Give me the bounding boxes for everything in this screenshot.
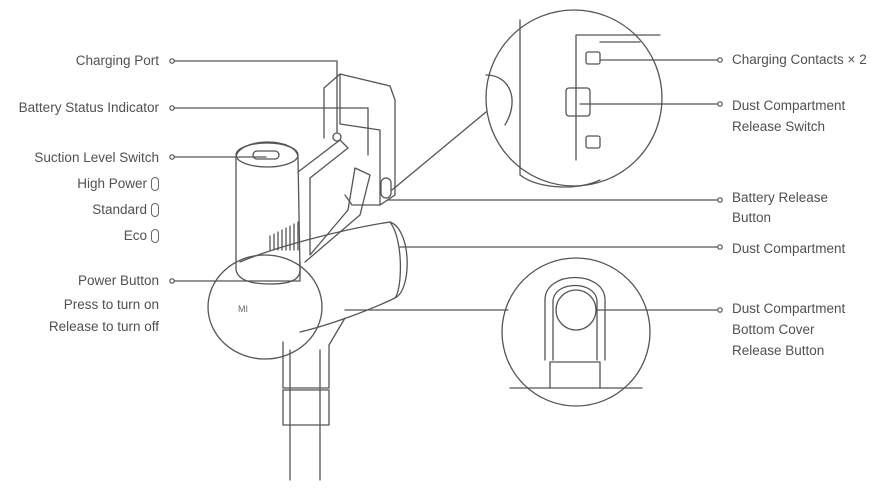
label-standard: Standard xyxy=(92,202,147,217)
leader-charging-port xyxy=(171,60,338,133)
label-bottom-cover-line1: Dust Compartment xyxy=(732,301,846,316)
suction-switch xyxy=(252,150,280,160)
dust-compartment-body xyxy=(239,221,408,333)
handle-frame xyxy=(297,139,349,179)
label-release-to-turn-off: Release to turn off xyxy=(48,319,159,334)
callout-circle-bottom xyxy=(501,257,651,407)
switch-standard-icon xyxy=(151,203,159,217)
mode-high-power: High Power xyxy=(0,176,159,192)
label-dust-compartment: Dust Compartment xyxy=(732,241,846,256)
switch-high-icon xyxy=(151,177,159,191)
extension-tube xyxy=(282,349,330,481)
neck xyxy=(282,317,346,389)
callout-circle-top xyxy=(485,9,663,187)
battery xyxy=(323,73,396,206)
release-switch-detail xyxy=(565,87,591,117)
label-suction-level-switch: Suction Level Switch xyxy=(34,150,159,165)
label-battery-status-indicator: Battery Status Indicator xyxy=(18,100,159,115)
leader-callout-top xyxy=(391,111,487,191)
label-battery-release-line2: Button xyxy=(732,210,772,225)
leader-battery-status xyxy=(171,107,369,156)
label-charging-port: Charging Port xyxy=(75,53,159,68)
switch-eco-icon xyxy=(151,229,159,243)
label-bottom-cover-line2: Bottom Cover xyxy=(732,322,815,337)
label-dust-release-switch-line2: Release Switch xyxy=(732,119,826,134)
label-bottom-cover-line3: Release Button xyxy=(732,343,825,358)
mode-eco: Eco xyxy=(0,228,159,244)
label-high-power: High Power xyxy=(77,176,147,191)
battery-release-button xyxy=(380,177,392,199)
label-charging-contacts: Charging Contacts × 2 xyxy=(732,52,867,67)
bottom-cover-release-button xyxy=(555,289,597,331)
label-power-button: Power Button xyxy=(77,273,159,288)
mi-logo: MI xyxy=(238,304,248,314)
mode-standard: Standard xyxy=(0,202,159,218)
end-cap xyxy=(207,254,323,360)
label-battery-release-line1: Battery Release xyxy=(732,190,829,205)
contact-2 xyxy=(585,135,601,149)
leader-power-button xyxy=(171,261,301,282)
label-dust-release-switch-line1: Dust Compartment xyxy=(732,98,846,113)
label-eco: Eco xyxy=(123,228,147,243)
contact-1 xyxy=(585,51,601,65)
charging-port-hole xyxy=(332,132,342,142)
label-press-to-turn-on: Press to turn on xyxy=(63,297,159,312)
